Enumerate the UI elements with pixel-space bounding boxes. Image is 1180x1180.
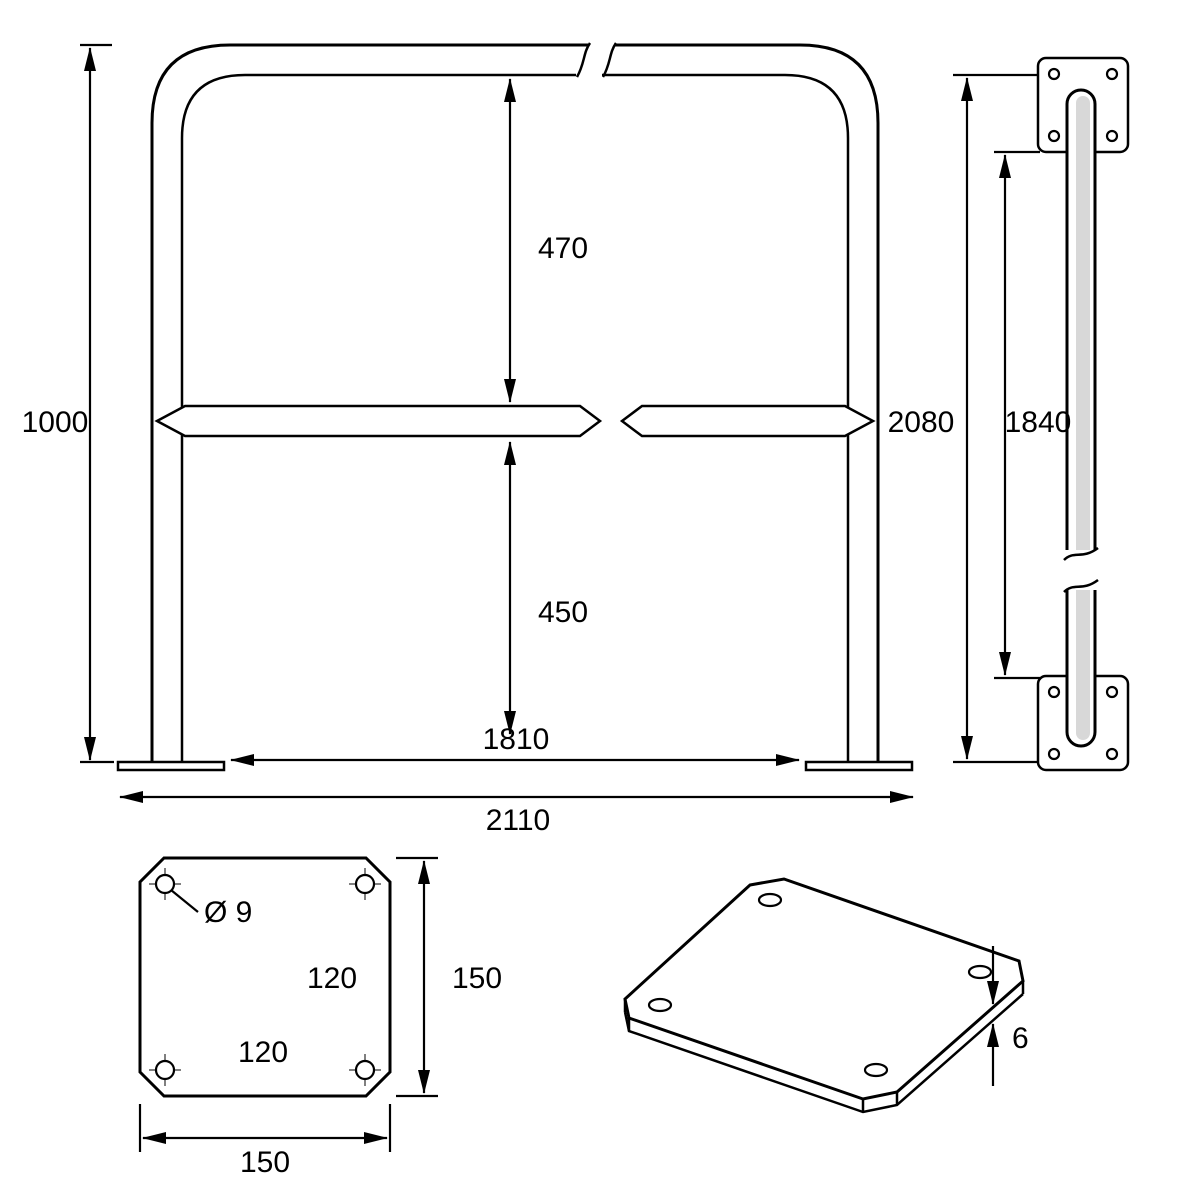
leader-line [170,889,199,913]
plate-hole [1047,67,1061,81]
dim-overall-height-label: 1000 [22,406,89,439]
bolt-hole [354,873,376,895]
tube-break-gap [1058,550,1104,590]
left-base-plate-edge [116,760,226,772]
bolt-hole [154,1059,176,1081]
tube-break-cut-lower [1063,578,1099,593]
right-base-plate-edge [804,760,914,772]
plan-plate-outline [138,856,392,1098]
plate-hole [1105,129,1119,143]
plate-hole [1047,129,1061,143]
dim-hole-spacing-vertical-label: 120 [307,962,357,995]
hoop-outer-right [614,43,880,762]
tube-shading [1076,96,1090,740]
dim-upper-gap-label: 470 [538,232,588,265]
front-view-barrier [116,42,914,772]
dim-thickness-label: 6 [1012,1022,1029,1055]
top-tube-break-right [601,42,618,78]
iso-bolt-hole [967,964,993,980]
hoop-inner-right [602,73,850,762]
iso-bolt-hole [863,1062,889,1078]
dim-side-overall-height-label: 2080 [888,406,955,439]
plate-hole [1105,747,1119,761]
dim-plate-spacing-label: 1840 [1005,406,1072,439]
plate-hole [1047,747,1061,761]
plate-hole [1105,67,1119,81]
front-view-dimensions: 1000 470 450 1810 2110 [22,43,914,837]
iso-bolt-hole [647,997,673,1013]
base-plate-iso-view: 6 [623,877,1029,1114]
side-view-barrier [1036,56,1130,772]
hoop-outer-left [150,43,588,762]
top-tube-break-left [575,42,592,78]
bolt-hole [354,1059,376,1081]
iso-bolt-hole [757,892,783,908]
dim-inner-width-label: 1810 [483,723,550,756]
dim-plate-height-label: 150 [452,962,502,995]
dim-hole-diameter-label: Ø 9 [204,896,252,929]
mid-rail-right-segment [619,404,876,438]
dim-plate-width-label: 150 [240,1146,290,1179]
base-plate-plan-view: Ø 9 120 120 150 150 [138,856,502,1179]
plate-hole [1047,685,1061,699]
side-view-dimensions: 2080 1840 [888,73,1072,764]
dim-overall-width-label: 2110 [486,804,551,837]
dim-lower-gap-label: 450 [538,596,588,629]
bolt-hole [154,873,176,895]
dim-hole-spacing-horizontal-label: 120 [238,1036,288,1069]
hoop-inner-left [180,73,576,762]
plate-hole [1105,685,1119,699]
tube-break-cut-upper [1063,546,1099,561]
mid-rail-left-segment [154,404,603,438]
iso-plate-bottom-edge [623,993,1024,1114]
